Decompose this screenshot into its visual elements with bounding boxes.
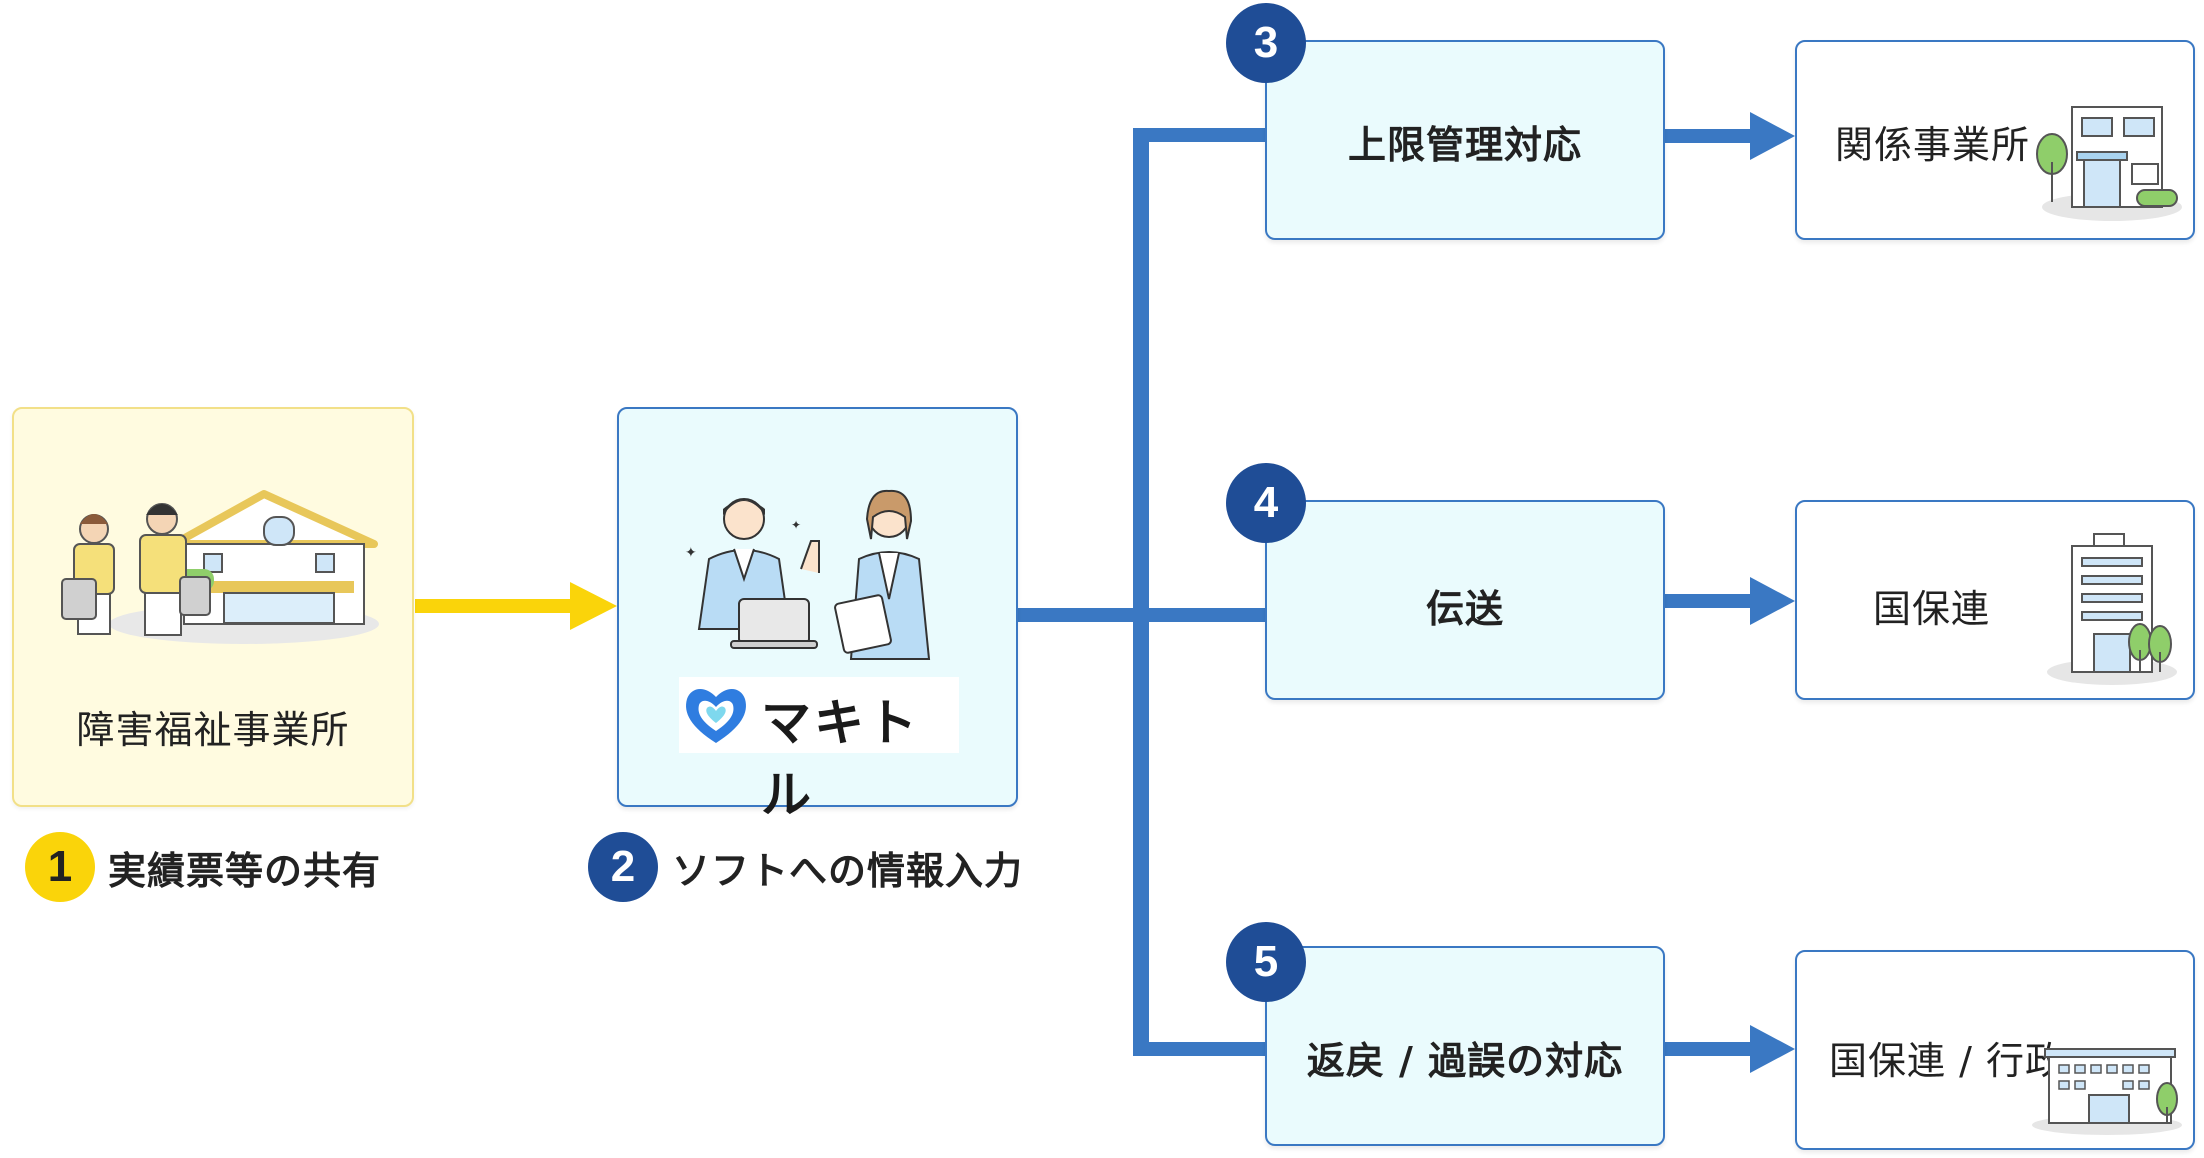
step-4-badge: 4 (1226, 463, 1306, 543)
tall-building-icon (2047, 533, 2177, 685)
staff-with-laptop-illustration: ✦ ✦ (685, 489, 931, 660)
destination-5-box: 国保連 / 行政 (1795, 950, 2195, 1150)
branch-4-box: 伝送 (1265, 500, 1665, 700)
yellow-arrow-shaft (415, 599, 577, 613)
svg-text:✦: ✦ (685, 545, 697, 561)
arrow-5-shaft (1665, 1042, 1757, 1056)
branch-5-box: 返戻 / 過誤の対応 (1265, 946, 1665, 1146)
step-1-badge: 1 (25, 832, 95, 902)
step-2-badge: 2 (588, 832, 658, 902)
heart-logo-icon (686, 688, 746, 743)
facility-staff-illustration (61, 490, 379, 644)
destination-3-label: 関係事業所 (1835, 123, 2031, 167)
source-box: 障害福祉事業所 (12, 407, 414, 807)
destination-4-box: 国保連 (1795, 500, 2195, 700)
source-label: 障害福祉事業所 (76, 708, 350, 752)
branch-5-label: 返戻 / 過誤の対応 (1306, 1039, 1624, 1083)
destination-5-label: 国保連 / 行政 (1829, 1039, 2064, 1083)
arrow-5-head (1750, 1025, 1795, 1073)
step-3-badge: 3 (1226, 3, 1306, 83)
arrow-3-head (1750, 112, 1795, 160)
software-box: ✦ ✦ マキトル (617, 407, 1018, 824)
logo-text: マキトル (761, 694, 920, 824)
arrow-3-shaft (1665, 129, 1757, 143)
office-building-icon (2036, 106, 2182, 221)
step-2-title: ソフトへの情報入力 (672, 849, 1024, 893)
branch-4-label: 伝送 (1425, 587, 1504, 631)
svg-text:✦: ✦ (791, 518, 801, 532)
destination-3-box: 関係事業所 (1795, 40, 2195, 240)
yellow-arrow-head (570, 582, 617, 630)
branch-3-box: 上限管理対応 (1265, 40, 1665, 240)
step-1-title: 実績票等の共有 (108, 849, 382, 893)
arrow-4-shaft (1665, 594, 1757, 608)
blue-connector-branch-5 (1133, 1042, 1266, 1056)
arrow-4-head (1750, 577, 1795, 625)
government-building-icon (2032, 1048, 2182, 1135)
step-5-badge: 5 (1226, 922, 1306, 1002)
blue-connector-vertical (1133, 128, 1149, 1056)
makitoru-logo: マキトル (679, 677, 959, 824)
destination-4-label: 国保連 (1873, 587, 1991, 631)
branch-3-label: 上限管理対応 (1347, 123, 1582, 167)
blue-connector-branch-3 (1133, 128, 1266, 142)
